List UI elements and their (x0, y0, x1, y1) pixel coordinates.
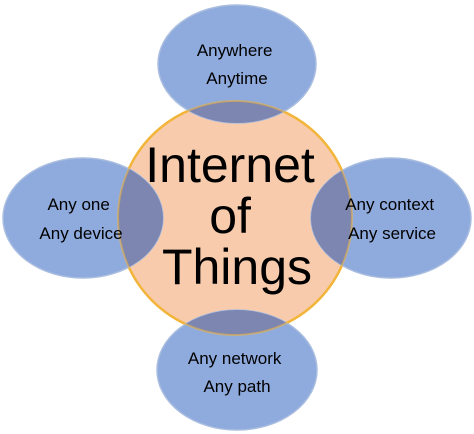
svg-text:Any context Any service: Any context Any service (345, 195, 439, 243)
node-bottom-line-1: Any network (188, 349, 282, 368)
center-line-2: of (209, 188, 251, 244)
overlap-left (118, 158, 163, 278)
svg-text:Internet of Things: Internet of Things (145, 137, 328, 295)
center-circle-rim (117, 100, 353, 336)
center-line-3: Things (162, 239, 312, 295)
svg-text:Any network Any path: Any network Any path (188, 349, 286, 396)
node-top-line-1: Anywhere (197, 41, 273, 60)
center-line-1: Internet (145, 137, 315, 193)
svg-text:Anywhere Anytime: Anywhere Anytime (197, 41, 277, 88)
node-top-line-2: Anytime (206, 69, 267, 88)
node-right-line-1: Any context (345, 195, 434, 214)
node-left-line-2: Any device (39, 224, 122, 243)
svg-text:Any one Any device: Any one Any device (39, 195, 122, 243)
node-left-line-1: Any one (47, 195, 109, 214)
node-bottom-line-2: Any path (203, 377, 270, 396)
node-right-line-2: Any service (348, 224, 436, 243)
